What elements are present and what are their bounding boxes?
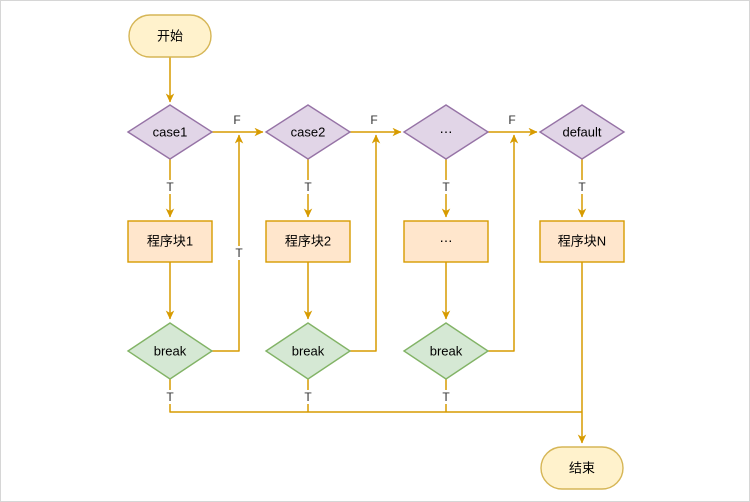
edge-break1-down-collector [169,379,582,413]
svg-text:T: T [442,180,450,194]
label-t-break2-down: T [301,390,315,404]
label-t-case1: T [163,180,177,194]
label-f-case1: F [230,113,244,127]
case2-node: case2 [264,104,352,160]
block-ellipsis-node: ⋯ [403,220,489,263]
svg-text:T: T [166,390,174,404]
block1-node: 程序块1 [127,220,213,263]
blockN-node: 程序块N [539,220,625,263]
label-t-default: T [575,180,589,194]
svg-text:结束: 结束 [569,461,595,476]
svg-text:⋯: ⋯ [440,234,453,249]
break3-node: break [402,322,490,380]
svg-text:⋯: ⋯ [440,125,453,140]
case-ellipsis-node: ⋯ [402,104,490,160]
svg-text:T: T [304,390,312,404]
start-node: 开始 [128,14,212,58]
edge-break1-up-to-fline [212,134,244,352]
nodes: 开始 case1 case2 ⋯ default 程序块1 程序块2 ⋯ [126,14,626,490]
label-t-break3-down: T [439,390,453,404]
case1-node: case1 [126,104,214,160]
edges [165,57,587,444]
label-t-case2: T [301,180,315,194]
svg-text:default: default [562,125,601,140]
label-t-break1-down: T [163,390,177,404]
svg-text:break: break [292,344,325,359]
svg-text:程序块N: 程序块N [558,234,606,249]
svg-text:T: T [578,180,586,194]
label-f-ellipsis: F [505,113,519,127]
svg-text:case1: case1 [153,125,188,140]
svg-text:break: break [154,344,187,359]
end-node: 结束 [540,446,624,490]
svg-text:T: T [442,390,450,404]
edge-labels: F F F T T T T T [163,113,589,404]
label-t-ellipsis: T [439,180,453,194]
svg-text:F: F [370,113,377,127]
svg-text:F: F [508,113,515,127]
block2-node: 程序块2 [265,220,351,263]
svg-text:T: T [304,180,312,194]
svg-text:程序块1: 程序块1 [147,234,193,249]
svg-text:T: T [166,180,174,194]
label-t-break1-up: T [232,246,246,260]
edge-break2-up-to-fline [350,134,381,352]
default-node: default [538,104,626,160]
label-f-case2: F [367,113,381,127]
svg-text:case2: case2 [291,125,326,140]
break2-node: break [264,322,352,380]
edge-break3-up-to-fline [488,134,519,352]
svg-text:break: break [430,344,463,359]
svg-text:开始: 开始 [157,29,183,44]
break1-node: break [126,322,214,380]
svg-text:F: F [233,113,240,127]
svg-text:T: T [235,246,243,260]
svg-text:程序块2: 程序块2 [285,234,331,249]
